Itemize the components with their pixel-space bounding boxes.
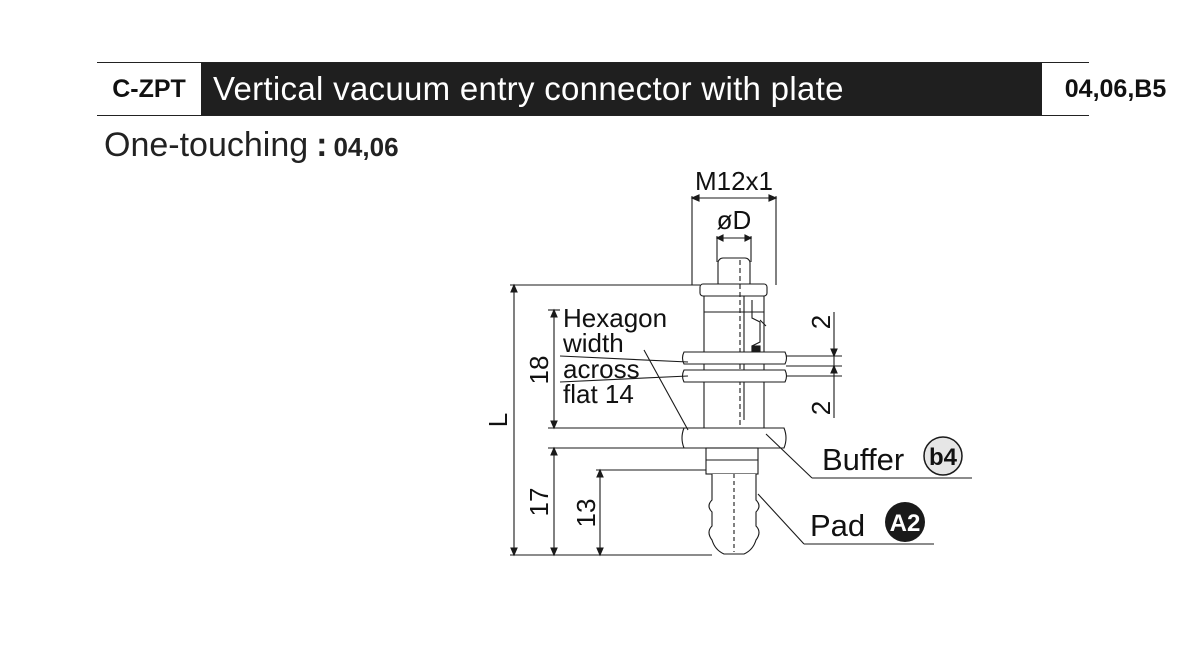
- pad-badge: A2: [890, 510, 921, 537]
- pad-leader: [757, 493, 805, 545]
- dim-2-top-label: 2: [806, 315, 836, 329]
- pad-label: Pad: [810, 508, 865, 543]
- dim-18-label: 18: [524, 356, 554, 385]
- subtitle: One-touching:04,06: [104, 126, 399, 165]
- hexagon-label-line4: flat 14: [563, 379, 634, 409]
- pad-bellows: [708, 474, 760, 555]
- hexagon-label-line3: across: [563, 354, 640, 384]
- buffer-badge: b4: [929, 444, 958, 471]
- dim-l-label: L: [483, 413, 513, 427]
- diameter-label: øD: [717, 205, 752, 235]
- product-title: Vertical vacuum entry connector with pla…: [201, 63, 1042, 115]
- hex-nut-lower: [681, 369, 788, 383]
- buffer-badge-circle: [923, 436, 963, 476]
- dim-17-label: 17: [524, 488, 554, 517]
- subtitle-label: One-touching: [104, 126, 309, 164]
- hexagon-label-line1: Hexagon: [563, 303, 667, 333]
- size-codes: 04,06,B5: [1064, 74, 1167, 103]
- hex-nut-bottom: [681, 427, 787, 449]
- product-header: C-ZPT Vertical vacuum entry connector wi…: [97, 62, 1166, 116]
- subtitle-separator: :: [316, 126, 328, 164]
- hexagon-label-line2: width: [562, 328, 624, 358]
- fitting-collar: [699, 283, 768, 297]
- pad-badge-circle: [885, 502, 925, 542]
- thread-label: M12x1: [695, 166, 773, 196]
- subtitle-sizes: 04,06: [333, 132, 399, 162]
- dim-2-bottom-label: 2: [806, 401, 836, 415]
- product-code: C-ZPT: [112, 74, 186, 103]
- hex-nut-upper: [681, 351, 788, 365]
- buffer-leader: [765, 433, 813, 479]
- buffer-body: [705, 447, 759, 475]
- dim-13-label: 13: [571, 499, 601, 528]
- buffer-label: Buffer: [822, 442, 904, 477]
